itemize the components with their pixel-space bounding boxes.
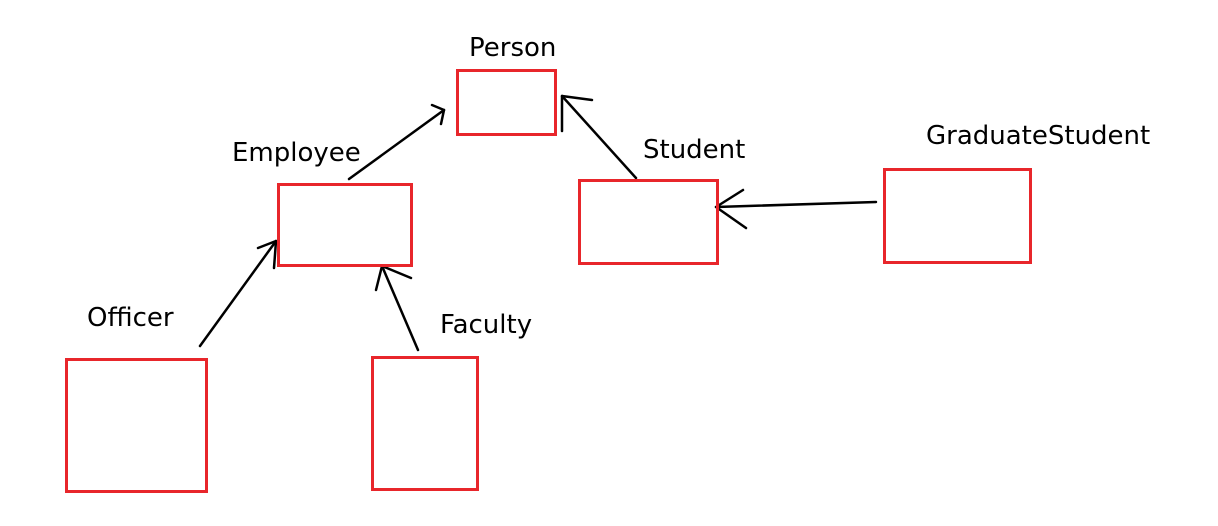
- edge-student-to-person: [560, 94, 638, 180]
- edge-line: [380, 264, 420, 352]
- node-label-employee: Employee: [232, 138, 361, 168]
- edge-faculty-to-employee: [374, 264, 420, 352]
- edge-line: [347, 108, 446, 181]
- node-box-faculty: [371, 356, 479, 491]
- node-label-person: Person: [469, 33, 557, 63]
- arrowhead-icon: [374, 264, 413, 292]
- node-label-student: Student: [643, 135, 746, 165]
- node-label-graduatestudent: GraduateStudent: [926, 121, 1151, 151]
- edge-line: [714, 200, 878, 209]
- node-box-employee: [277, 183, 413, 267]
- arrowhead-icon: [430, 103, 446, 126]
- edge-line: [560, 94, 638, 180]
- arrowhead-icon: [714, 188, 748, 230]
- node-box-officer: [65, 358, 208, 493]
- node-box-student: [578, 179, 719, 265]
- node-label-officer: Officer: [87, 303, 174, 333]
- node-box-graduatestudent: [883, 168, 1032, 264]
- edge-line: [198, 239, 278, 348]
- arrowhead-icon: [560, 94, 594, 133]
- node-label-faculty: Faculty: [440, 310, 533, 340]
- arrowhead-icon: [256, 239, 278, 270]
- edge-graduatestudent-to-student: [714, 188, 878, 230]
- edge-employee-to-person: [347, 103, 446, 181]
- edge-officer-to-employee: [198, 239, 278, 348]
- node-box-person: [456, 69, 557, 136]
